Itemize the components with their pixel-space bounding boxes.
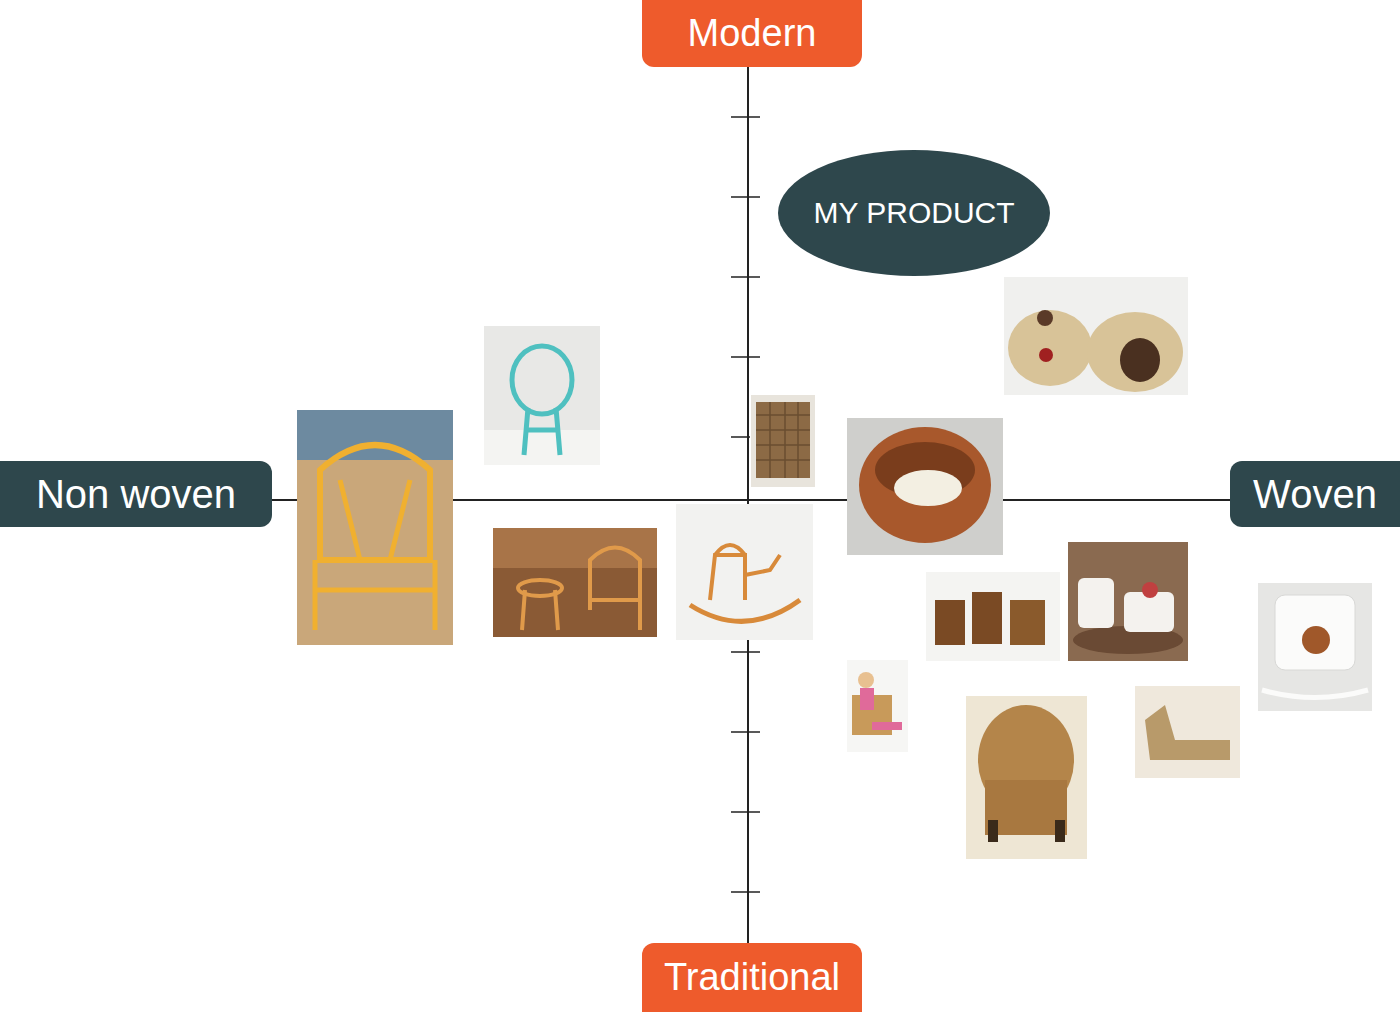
axis-text: Modern [688,12,817,55]
photo-girl-chair [847,660,908,752]
axis-label-right: Woven [1230,461,1400,527]
product-ellipse: MY PRODUCT [778,150,1050,276]
axis-text: Traditional [664,956,840,999]
axis-label-top: Modern [642,0,862,67]
photo-chair-and-stool [493,528,657,637]
photo-big-woven-chair [966,696,1087,859]
photo-woven-pods [1004,277,1188,395]
photo-three-chairs [926,572,1060,661]
photo-chaise [1135,686,1240,778]
photo-beach-chair [297,410,453,645]
photo-white-rocker [1258,583,1372,711]
axis-label-left: Non woven [0,461,272,527]
axis-text: Non woven [36,472,236,517]
axis-text: Woven [1253,472,1377,517]
photo-white-chairs [1068,542,1188,661]
photo-woven-cube [751,395,815,487]
axis-label-bottom: Traditional [642,943,862,1012]
axis-text: MY PRODUCT [813,196,1014,230]
photo-teal-chair [484,326,600,465]
photo-round-chair [847,418,1003,555]
photo-rocking-horse [676,504,813,640]
